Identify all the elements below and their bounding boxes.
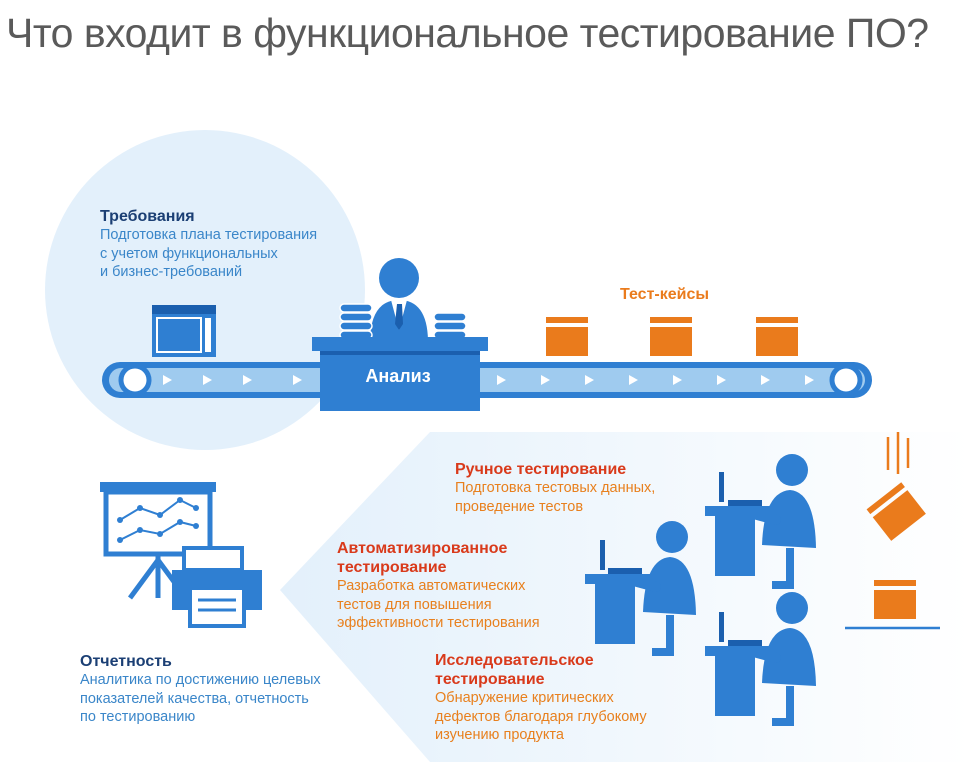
reporting-block: Отчетность Аналитика по достижению целев…	[80, 652, 321, 727]
reporting-line: Аналитика по достижению целевых	[80, 672, 321, 688]
reporting-line: показателей качества, отчетность	[80, 690, 309, 707]
automated-testing-line: Разработка автоматических	[337, 578, 526, 594]
falling-box-icon	[866, 432, 926, 541]
exploratory-testing-block: Исследовательское тестирование Обнаружен…	[435, 651, 647, 745]
manual-testing-line: Подготовка тестовых данных,	[455, 480, 656, 496]
exploratory-testing-line: дефектов благодаря глубокому	[435, 708, 647, 725]
automated-testing-heading: Автоматизированное	[337, 540, 508, 557]
automated-testing-block: Автоматизированное тестирование Разработ…	[337, 539, 540, 633]
analyst-person-icon	[312, 258, 488, 411]
requirements-line: Подготовка плана тестирования	[100, 227, 318, 243]
reporting-line: по тестированию	[80, 709, 196, 725]
tester-at-computer-icon	[705, 592, 816, 726]
requirements-block: Требования Подготовка плана тестирования…	[100, 207, 317, 282]
document-window-icon	[152, 305, 216, 357]
presentation-board-icon	[100, 482, 216, 600]
automated-testing-heading: тестирование	[337, 559, 447, 576]
tester-at-computer-icon	[585, 521, 696, 656]
tester-at-computer-icon	[705, 454, 816, 589]
automated-testing-line: тестов для повышения	[337, 596, 492, 613]
automated-testing-line: эффективности тестирования	[337, 615, 540, 631]
requirements-heading: Требования	[100, 208, 195, 225]
manual-testing-line: проведение тестов	[455, 498, 584, 515]
exploratory-testing-line: Обнаружение критических	[435, 690, 614, 706]
test-cases-label: Тест-кейсы	[620, 286, 710, 303]
requirements-line: и бизнес-требований	[100, 264, 243, 280]
analysis-label: Анализ	[365, 366, 431, 386]
requirements-line: с учетом функциональных	[100, 245, 278, 262]
printer-icon	[172, 546, 262, 628]
test-case-box-icon	[546, 317, 588, 356]
requirements-bg-circle	[45, 130, 365, 450]
page-title: Что входит в функциональное тестирование…	[6, 10, 929, 56]
reporting-heading: Отчетность	[80, 653, 172, 670]
conveyor-belt-icon	[102, 362, 872, 398]
exploratory-testing-heading: тестирование	[435, 671, 545, 688]
manual-testing-heading: Ручное тестирование	[455, 461, 627, 478]
exploratory-testing-line: изучению продукта	[435, 727, 564, 743]
exploratory-testing-heading: Исследовательское	[435, 652, 594, 669]
test-case-box-icon	[650, 317, 692, 356]
analysis-desk	[312, 337, 488, 351]
manual-testing-block: Ручное тестирование Подготовка тестовых …	[455, 460, 655, 516]
test-case-box-icon	[845, 580, 940, 630]
test-case-box-icon	[756, 317, 798, 356]
